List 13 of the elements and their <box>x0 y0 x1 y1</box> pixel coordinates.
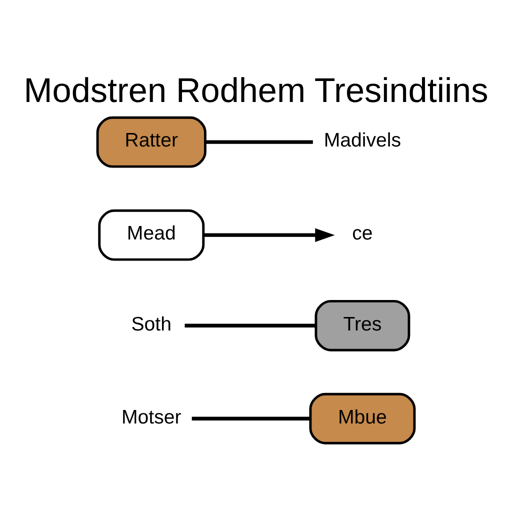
node-text: Soth <box>131 312 172 335</box>
node-text: ce <box>352 222 373 244</box>
node-box: Tres <box>314 299 410 351</box>
connector <box>205 140 313 144</box>
node-text: Madivels <box>324 129 402 152</box>
connector <box>192 416 310 420</box>
node-box: Mead <box>98 208 205 260</box>
node-text: Motser <box>121 406 182 428</box>
arrow <box>204 228 335 242</box>
connector <box>184 323 316 327</box>
node-box: Ratter <box>96 116 206 168</box>
diagram-title: Modstren Rodhem Tresindtiins <box>24 72 488 110</box>
node-box: Mbue <box>309 392 416 444</box>
